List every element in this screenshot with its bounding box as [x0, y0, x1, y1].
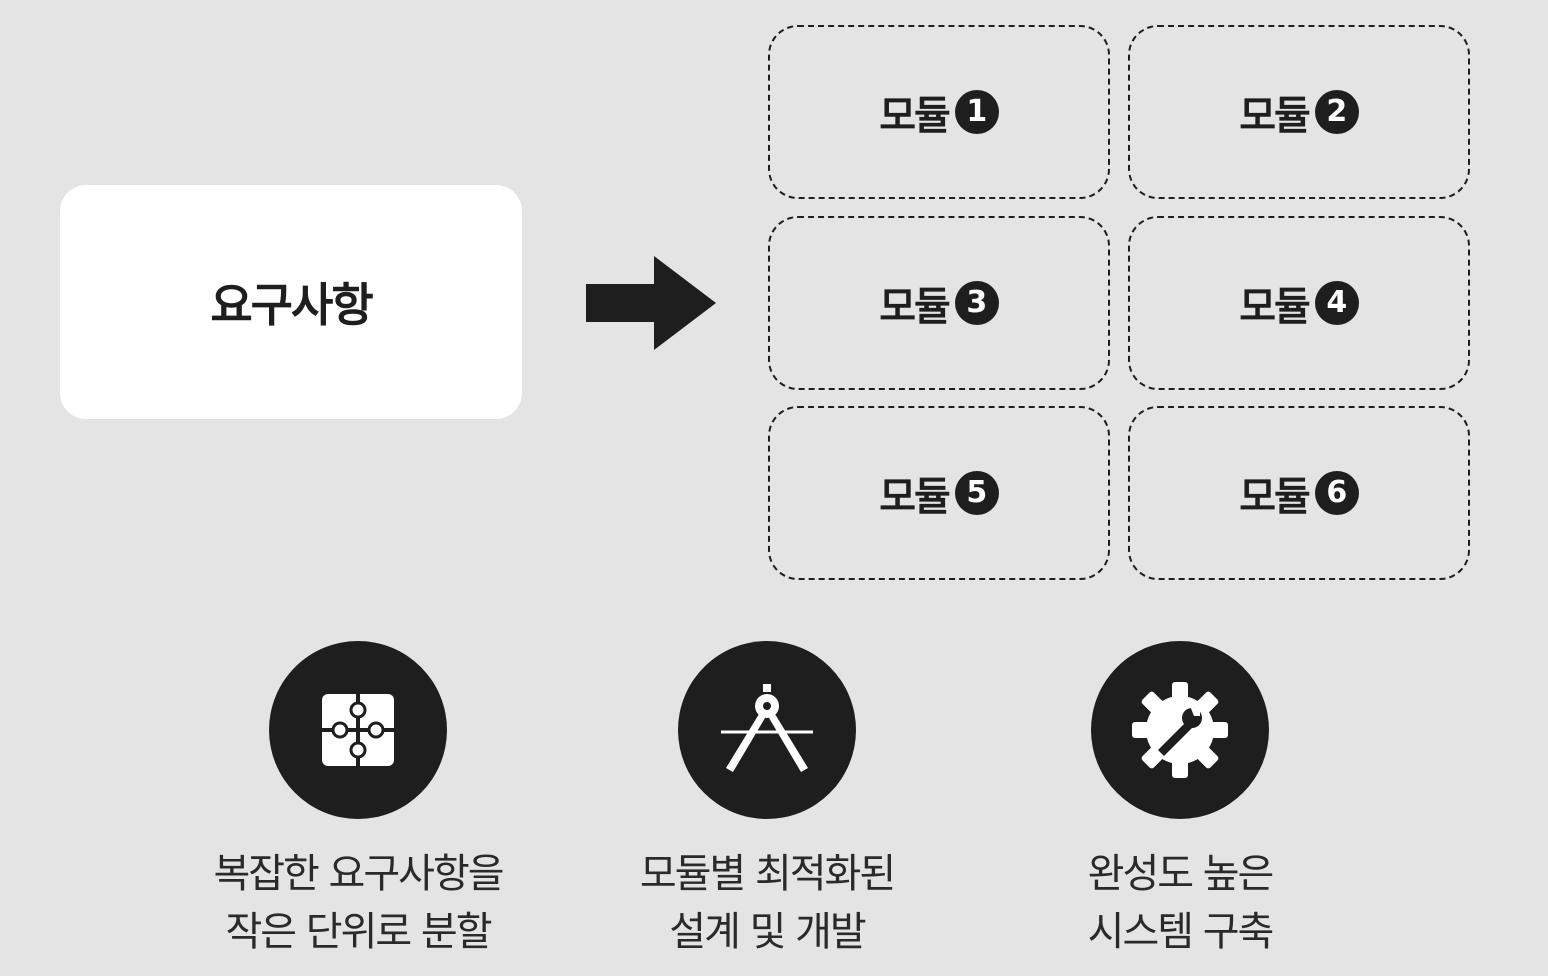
- puzzle-icon: [322, 694, 394, 766]
- feature-caption-line: 설계 및 개발: [669, 909, 866, 955]
- module-box-6: 모듈 6: [1128, 406, 1470, 580]
- requirements-label: 요구사항: [210, 278, 373, 332]
- module-number-badge: 3: [954, 281, 999, 325]
- module-box-3: 모듈 3: [768, 216, 1110, 390]
- gear-wrench-icon: [1132, 682, 1228, 778]
- feature-caption-line: 완성도 높은: [1087, 851, 1275, 897]
- feature-caption-line: 모듈별 최적화된: [639, 851, 896, 897]
- feature-caption-line: 작은 단위로 분할: [225, 909, 492, 955]
- feature-caption-line: 시스템 구축: [1087, 909, 1275, 955]
- feature-caption: 완성도 높은 시스템 구축: [980, 845, 1380, 961]
- feature-icon-circle: [269, 641, 447, 819]
- module-number-badge: 1: [954, 90, 999, 134]
- module-number-badge: 4: [1314, 281, 1359, 325]
- module-number-badge: 5: [954, 471, 999, 515]
- requirements-box: 요구사항: [60, 185, 522, 419]
- feature-design: 모듈별 최적화된 설계 및 개발: [567, 641, 967, 961]
- module-number-badge: 2: [1314, 90, 1359, 134]
- feature-icon-circle: [1091, 641, 1269, 819]
- module-number-badge: 6: [1314, 471, 1359, 515]
- feature-icon-circle: [678, 641, 856, 819]
- module-label: 모듈: [1239, 93, 1311, 139]
- module-label: 모듈: [879, 284, 951, 330]
- compass-drafting-icon: [721, 684, 813, 772]
- module-label: 모듈: [879, 474, 951, 520]
- feature-caption-line: 복잡한 요구사항을: [213, 851, 504, 897]
- module-label: 모듈: [879, 93, 951, 139]
- module-box-5: 모듈 5: [768, 406, 1110, 580]
- module-box-1: 모듈 1: [768, 25, 1110, 199]
- right-arrow-icon: [586, 256, 716, 350]
- module-box-4: 모듈 4: [1128, 216, 1470, 390]
- module-label: 모듈: [1239, 284, 1311, 330]
- feature-caption: 복잡한 요구사항을 작은 단위로 분할: [158, 845, 558, 961]
- feature-caption: 모듈별 최적화된 설계 및 개발: [567, 845, 967, 961]
- feature-decompose: 복잡한 요구사항을 작은 단위로 분할: [158, 641, 558, 961]
- module-label: 모듈: [1239, 474, 1311, 520]
- module-box-2: 모듈 2: [1128, 25, 1470, 199]
- feature-build: 완성도 높은 시스템 구축: [980, 641, 1380, 961]
